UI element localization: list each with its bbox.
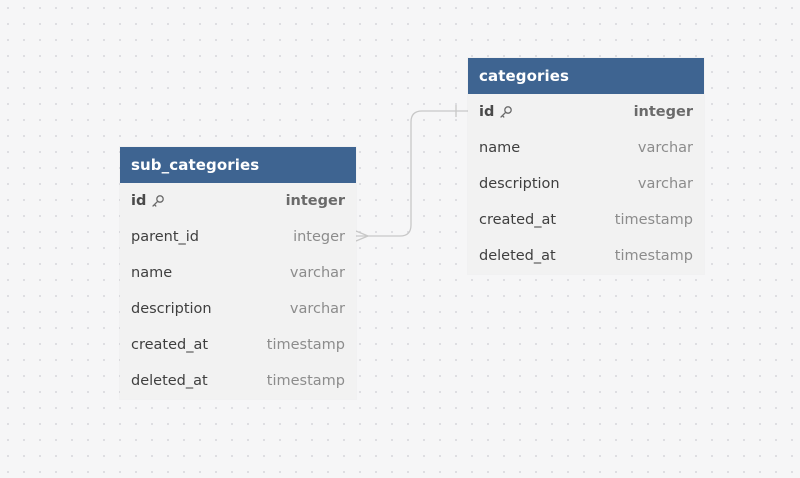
relationship-connector-line[interactable] [356, 110, 468, 237]
field-row-sub-categories-deleted-at[interactable]: deleted_at timestamp [120, 363, 356, 399]
field-row-sub-categories-id[interactable]: id integer [120, 183, 356, 219]
field-name: description [479, 176, 560, 192]
field-row-sub-categories-description[interactable]: description varchar [120, 291, 356, 327]
field-type: integer [293, 229, 345, 245]
field-name: created_at [131, 337, 209, 353]
field-type: integer [285, 193, 345, 209]
field-type: integer [633, 104, 693, 120]
field-type: timestamp [266, 337, 345, 353]
field-type: varchar [637, 176, 693, 192]
field-name: parent_id [131, 229, 200, 245]
field-row-categories-id[interactable]: id integer [468, 94, 704, 130]
field-type: timestamp [614, 212, 693, 228]
field-type: varchar [637, 140, 693, 156]
field-row-categories-description[interactable]: description varchar [468, 166, 704, 202]
field-type: timestamp [266, 373, 345, 389]
field-name: id [131, 193, 147, 209]
field-row-categories-name[interactable]: name varchar [468, 130, 704, 166]
table-categories[interactable]: categories id integer name varchar descr… [468, 58, 704, 274]
table-header-categories[interactable]: categories [468, 58, 704, 94]
field-row-sub-categories-created-at[interactable]: created_at timestamp [120, 327, 356, 363]
key-icon [499, 105, 513, 119]
field-row-categories-deleted-at[interactable]: deleted_at timestamp [468, 238, 704, 274]
field-type: varchar [289, 265, 345, 281]
field-name: deleted_at [479, 248, 556, 264]
field-row-categories-created-at[interactable]: created_at timestamp [468, 202, 704, 238]
field-row-sub-categories-parent-id[interactable]: parent_id integer [120, 219, 356, 255]
field-type: timestamp [614, 248, 693, 264]
relationship-sub-categories-parent-id-to-categories-id[interactable] [355, 105, 468, 242]
field-name: created_at [479, 212, 557, 228]
field-row-sub-categories-name[interactable]: name varchar [120, 255, 356, 291]
table-header-sub-categories[interactable]: sub_categories [120, 147, 356, 183]
key-icon [151, 194, 165, 208]
field-type: varchar [289, 301, 345, 317]
field-name: name [131, 265, 173, 281]
field-name: name [479, 140, 521, 156]
field-name: deleted_at [131, 373, 208, 389]
field-name: description [131, 301, 212, 317]
table-sub-categories[interactable]: sub_categories id integer parent_id inte… [120, 147, 356, 399]
crow-foot-many-marker [355, 230, 369, 242]
field-name: id [479, 104, 495, 120]
